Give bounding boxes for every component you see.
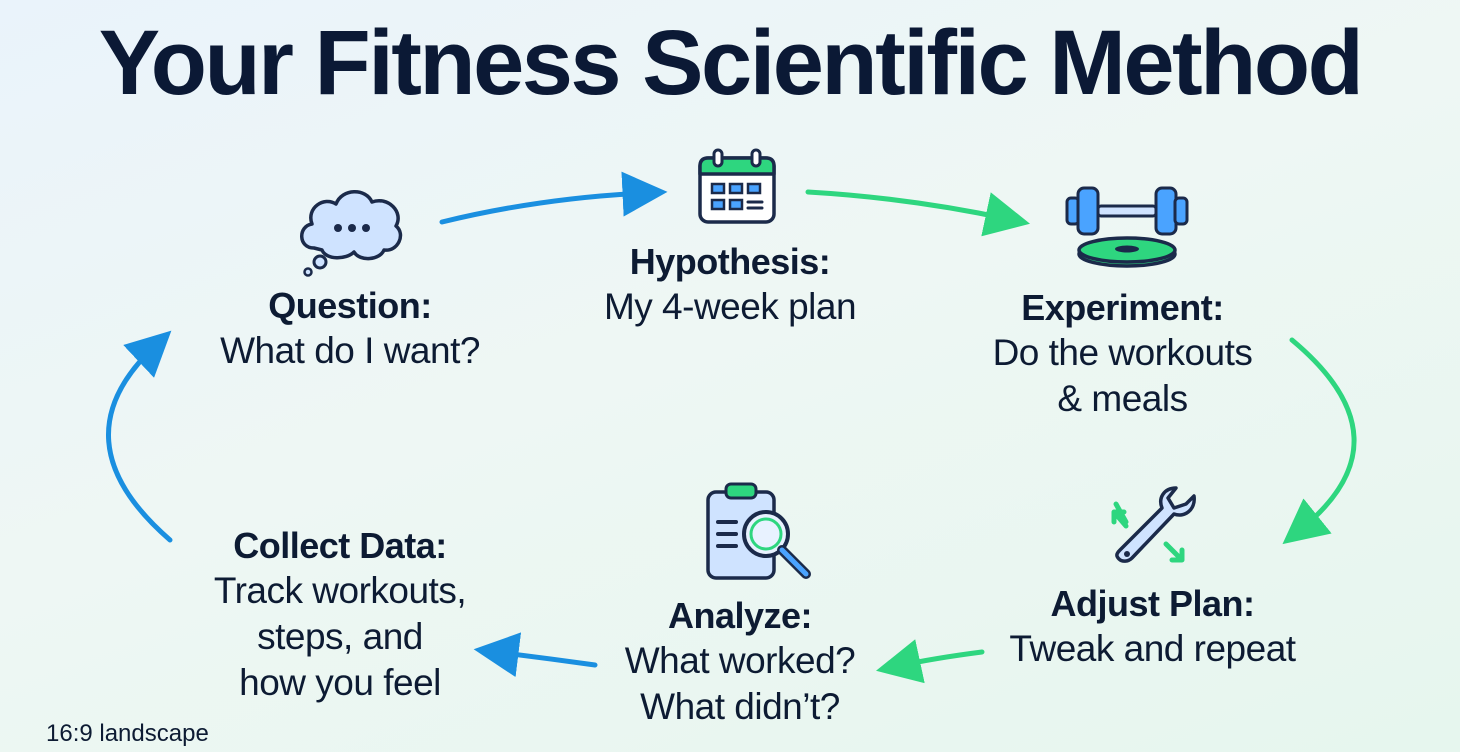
step-analyze-label: Analyze: <box>667 595 813 636</box>
step-analyze-description-line: What didn’t? <box>640 686 840 727</box>
step-analyze-description-line: What worked? <box>624 640 856 681</box>
step-experiment: Experiment: Do the workouts & meals <box>950 286 1295 422</box>
arrow-collect-to-question <box>105 330 173 543</box>
arrow-experiment-to-adjust <box>1282 337 1357 545</box>
step-adjust-plan-description: Tweak and repeat <box>1009 628 1296 669</box>
calendar-icon <box>698 148 776 224</box>
step-experiment-label: Experiment: <box>1021 287 1224 328</box>
step-hypothesis-label: Hypothesis: <box>629 241 831 282</box>
step-hypothesis: Hypothesis: My 4-week plan <box>560 240 900 330</box>
step-analyze: Analyze: What worked? What didn’t? <box>570 594 910 730</box>
step-adjust-plan: Adjust Plan: Tweak and repeat <box>975 582 1330 672</box>
clipboard-magnifier-icon <box>706 482 811 580</box>
thought-bubble-icon <box>300 190 403 277</box>
aspect-ratio-note: 16:9 landscape <box>46 720 209 747</box>
step-hypothesis-description: My 4-week plan <box>603 286 857 327</box>
step-experiment-description-line: Do the workouts <box>992 332 1253 373</box>
step-collect-data-description-line: Track workouts, <box>213 570 467 611</box>
dumbbell-icon <box>1065 186 1189 268</box>
step-question: Question: What do I want? <box>180 284 520 374</box>
arrow-analyze-to-collect <box>473 632 598 678</box>
arrow-adjust-to-analyze <box>876 639 985 684</box>
step-experiment-description-line: & meals <box>1057 378 1188 419</box>
diagram-title: Your Fitness Scientific Method <box>98 12 1364 114</box>
step-collect-data-description-line: steps, and <box>257 616 423 657</box>
step-question-description: What do I want? <box>220 330 480 371</box>
arrow-question-to-hypothesis <box>439 171 668 225</box>
arrow-hypothesis-to-experiment <box>805 189 1031 237</box>
step-collect-data-label: Collect Data: <box>233 525 447 566</box>
step-adjust-plan-label: Adjust Plan: <box>1050 583 1255 624</box>
step-collect-data: Collect Data: Track workouts, steps, and… <box>165 524 515 706</box>
wrench-icon <box>1111 486 1196 563</box>
step-question-label: Question: <box>268 285 432 326</box>
step-collect-data-description-line: how you feel <box>239 662 441 703</box>
